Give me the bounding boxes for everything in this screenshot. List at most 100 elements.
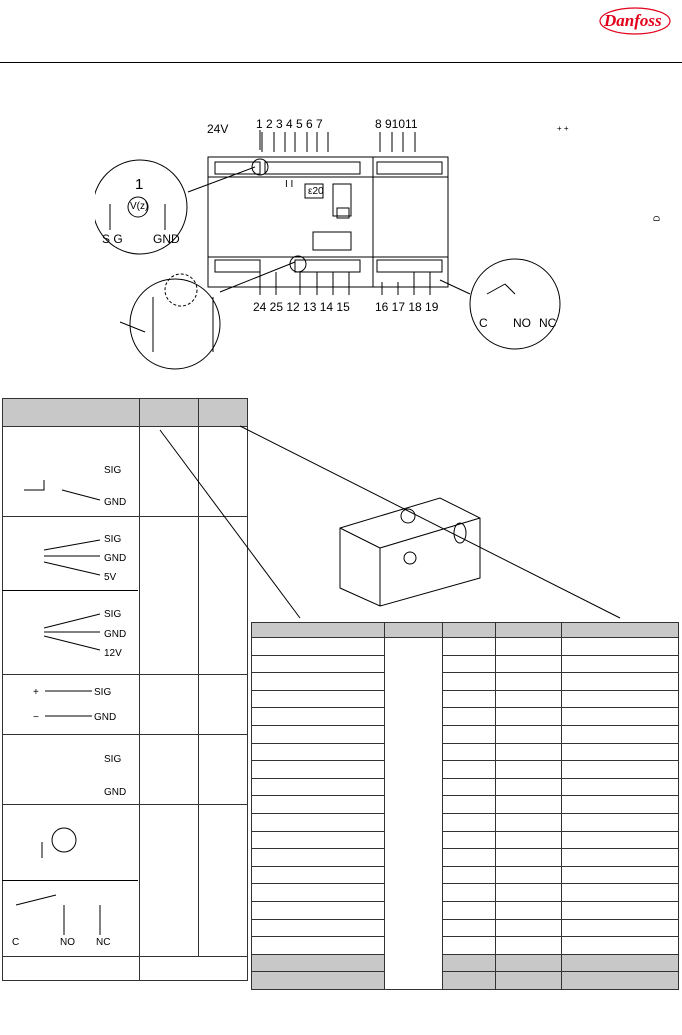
- terminal-numbers-bottom-right: 16 17 18 19: [375, 300, 439, 314]
- table-cell: [560, 654, 680, 674]
- table-row: [250, 848, 680, 867]
- controller-diagram: 24V 1 2 3 4 5 6 7 8 91011 24 25 12 13 14…: [92, 112, 595, 372]
- table-row: [250, 724, 680, 744]
- table-cell: [560, 883, 680, 902]
- panel-divider-2: [2, 880, 138, 881]
- panel2-5v: 5V: [104, 572, 117, 583]
- panel3-12v: 12V: [104, 648, 122, 659]
- table-row: [250, 622, 680, 638]
- panel6-nc: NC: [96, 937, 111, 948]
- table-row: [250, 689, 680, 709]
- enclosure-detail-drawing: [339, 497, 481, 607]
- table-cell: [250, 672, 386, 691]
- table-cell: [560, 777, 680, 797]
- controller-drawing: [92, 130, 561, 370]
- table-cell: [494, 971, 562, 990]
- danfoss-logo: Danfoss: [598, 6, 672, 36]
- analog-detail-number: 1: [135, 176, 144, 193]
- panel4-sig: SIG: [94, 687, 112, 698]
- table-cell: [442, 742, 496, 762]
- panel1-gnd: GND: [104, 497, 127, 508]
- panel2-gnd: GND: [104, 553, 127, 564]
- table-cell: [560, 724, 680, 744]
- table-cell: [560, 742, 680, 762]
- analog-detail-symbol: V(z): [130, 201, 149, 212]
- table-cell: [250, 654, 386, 674]
- table-cell: [494, 848, 562, 867]
- table-row: [250, 883, 680, 902]
- table-cell: [560, 971, 680, 990]
- panel3-sig: SIG: [104, 609, 122, 620]
- panel4-plus: +: [33, 687, 39, 698]
- table-cell: [494, 795, 562, 814]
- table-cell: [560, 672, 680, 691]
- table-cell: [250, 760, 386, 779]
- table-row: [250, 812, 680, 832]
- table-row: [250, 777, 680, 797]
- table-cell: [442, 637, 496, 656]
- table-cell: [560, 830, 680, 850]
- table-cell: [442, 654, 496, 674]
- table-cell: [494, 760, 562, 779]
- table-cell: [560, 622, 680, 638]
- supply-label: 24V: [207, 122, 229, 136]
- panel2-sig: SIG: [104, 534, 122, 545]
- data-table: [250, 622, 680, 990]
- table-cell: [250, 622, 386, 638]
- table-row: [250, 830, 680, 850]
- table-cell: [442, 724, 496, 744]
- table-cell: [442, 622, 496, 638]
- table-cell: [494, 707, 562, 726]
- table-cell: [442, 936, 496, 955]
- table-cell: [560, 918, 680, 938]
- table-row: [250, 865, 680, 885]
- table-cell: [560, 707, 680, 726]
- table-cell: [442, 900, 496, 920]
- table-cell: [250, 883, 386, 902]
- table-cell: [494, 918, 562, 938]
- relay-detail-no: NO: [513, 316, 531, 330]
- panel1-sig: SIG: [104, 465, 122, 476]
- table-cell: [560, 865, 680, 885]
- table-cell: [494, 689, 562, 709]
- table-cell: [250, 900, 386, 920]
- table-cell: [250, 777, 386, 797]
- table-row: [250, 707, 680, 726]
- panel5-sig: SIG: [104, 754, 122, 765]
- analog-detail-right: GND: [153, 232, 180, 246]
- table-cell: [442, 883, 496, 902]
- table-row: [250, 971, 680, 990]
- table-cell: [494, 742, 562, 762]
- table-row: [250, 953, 680, 973]
- table-cell: [560, 848, 680, 867]
- terminal-numbers-top-right: 8 91011: [375, 117, 418, 131]
- table-cell: [494, 777, 562, 797]
- table-cell: [250, 971, 386, 990]
- table-cell: [560, 812, 680, 832]
- table-cell: [250, 848, 386, 867]
- table-cell: [494, 883, 562, 902]
- panel3-gnd: GND: [104, 629, 127, 640]
- table-cell: [442, 865, 496, 885]
- table-row: [250, 637, 680, 990]
- table-cell: [250, 724, 386, 744]
- table-cell: [494, 830, 562, 850]
- table-cell: [250, 689, 386, 709]
- module-label: ε20: [308, 186, 324, 197]
- table-cell: [494, 637, 562, 656]
- table-cell: [494, 654, 562, 674]
- panel4-gnd: GND: [94, 712, 117, 723]
- table-cell: [560, 900, 680, 920]
- table-row: [250, 672, 680, 691]
- table-row: [250, 795, 680, 814]
- table-cell: [250, 936, 386, 955]
- sensor-table: [2, 398, 248, 981]
- table-cell: [442, 918, 496, 938]
- panel6-c: C: [12, 937, 20, 948]
- analog-detail-left: S G: [102, 232, 123, 246]
- table-row: [250, 760, 680, 779]
- table-cell: [442, 760, 496, 779]
- table-cell: [384, 637, 444, 990]
- terminal-numbers-top-left: 1 2 3 4 5 6 7: [256, 117, 323, 131]
